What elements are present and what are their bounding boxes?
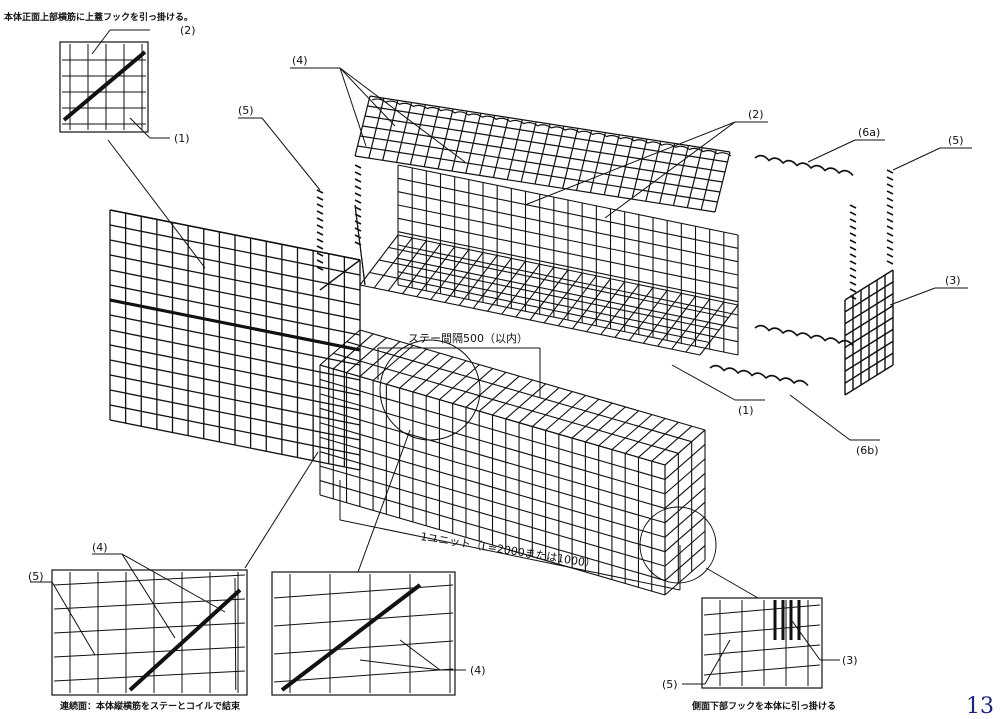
label-6a: (6a) bbox=[858, 126, 880, 139]
bottom-note-left: 連続面：本体縦横筋をステーとコイルで結束 bbox=[60, 700, 241, 712]
label-1-top: (1) bbox=[174, 132, 190, 145]
bottom-leaders bbox=[30, 553, 840, 685]
detail-leaders bbox=[244, 429, 759, 599]
label-5-right: (5) bbox=[948, 134, 964, 147]
coil-6a bbox=[754, 154, 854, 177]
label-2-top: (2) bbox=[180, 24, 196, 37]
dimension-unit-lines bbox=[339, 480, 681, 591]
main-gabion-body bbox=[109, 209, 361, 471]
label-4-bottom-mid: (4) bbox=[470, 664, 486, 677]
side-panel bbox=[844, 269, 894, 396]
inner-panel bbox=[354, 164, 739, 356]
label-4-top: (4) bbox=[292, 54, 308, 67]
detail-bottom-left bbox=[51, 569, 248, 696]
coil-mid bbox=[754, 324, 854, 347]
top-note: 本体正面上部横筋に上蓋フックを引っ掛ける。 bbox=[4, 11, 193, 23]
label-3-right: (3) bbox=[945, 274, 961, 287]
label-5-bottom-right: (5) bbox=[662, 678, 678, 691]
detail-bottom-right bbox=[701, 597, 823, 689]
bottom-note-right: 側面下部フックを本体に引っ掛ける bbox=[691, 700, 836, 712]
label-1-mid: (1) bbox=[738, 404, 754, 417]
lower-gabion-body bbox=[319, 329, 706, 596]
dimension-stay: ステー間隔500（以内） bbox=[408, 331, 528, 345]
coil-vertical bbox=[316, 164, 894, 300]
detail-circle-mid bbox=[379, 339, 481, 441]
label-6b: (6b) bbox=[856, 444, 879, 457]
detail-top-left bbox=[59, 29, 206, 269]
detail-circle-right bbox=[639, 506, 717, 584]
label-5-top: (5) bbox=[238, 104, 254, 117]
label-4-bottom-left: (4) bbox=[92, 541, 108, 554]
dimension-stay-lines bbox=[377, 347, 541, 398]
page-number: 13 bbox=[966, 694, 994, 719]
label-2-right: (2) bbox=[748, 108, 764, 121]
dimension-unit: 1ユニット（L=2000または1000） bbox=[420, 530, 597, 571]
label-3-bottom-right: (3) bbox=[842, 654, 858, 667]
leader-lines bbox=[238, 67, 972, 441]
detail-bottom-mid bbox=[271, 571, 456, 696]
label-5-bottom-left: (5) bbox=[28, 570, 44, 583]
coil-6b bbox=[709, 364, 809, 387]
top-lid-panel bbox=[354, 95, 732, 213]
